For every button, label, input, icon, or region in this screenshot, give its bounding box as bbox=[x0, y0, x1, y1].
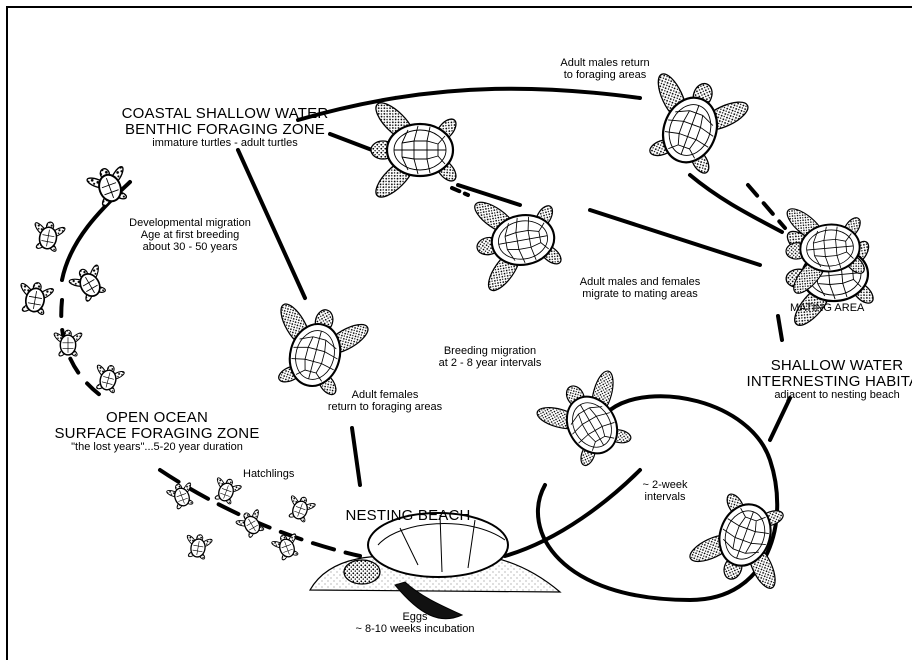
breeding-migration-line2: at 2 - 8 year intervals bbox=[420, 358, 560, 370]
coastal-zone-subtitle: BENTHIC FORAGING ZONE bbox=[120, 122, 330, 138]
turtle-males-return bbox=[627, 65, 757, 185]
adult-males-return-line2: to foraging areas bbox=[540, 70, 670, 82]
coastal-zone-note: immature turtles - adult turtles bbox=[120, 138, 330, 150]
nesting-beach-label: NESTING BEACH bbox=[338, 508, 478, 524]
coastal-zone-label: COASTAL SHALLOW WATER BENTHIC FORAGING Z… bbox=[120, 106, 330, 150]
open-ocean-label: OPEN OCEAN SURFACE FORAGING ZONE "the lo… bbox=[42, 410, 272, 454]
turtle-mating-migration bbox=[468, 184, 569, 297]
route-mating-to-internesting bbox=[770, 398, 790, 440]
breeding-migration-label: Breeding migration at 2 - 8 year interva… bbox=[420, 346, 560, 370]
coastal-zone-title: COASTAL SHALLOW WATER bbox=[120, 106, 330, 122]
open-ocean-title: OPEN OCEAN bbox=[42, 410, 272, 426]
eggs-incubation: ~ 8-10 weeks incubation bbox=[340, 624, 490, 636]
route-mating-to-nesting bbox=[778, 316, 782, 340]
mating-area-label: MATING AREA bbox=[790, 303, 864, 315]
adult-females-line2: return to foraging areas bbox=[315, 402, 455, 414]
nesting-turtle-illustration bbox=[344, 513, 508, 619]
adult-mating-migration-line2: migrate to mating areas bbox=[560, 289, 720, 301]
turtle-internesting-upper bbox=[528, 362, 650, 479]
eggs-label: Eggs ~ 8-10 weeks incubation bbox=[340, 612, 490, 636]
turtle-coastal-to-mating bbox=[370, 97, 459, 202]
open-ocean-note: "the lost years"...5-20 year duration bbox=[42, 442, 272, 454]
adult-females-label: Adult females return to foraging areas bbox=[315, 390, 455, 414]
internesting-title: SHALLOW WATER bbox=[732, 358, 912, 374]
adult-males-return-label: Adult males return to foraging areas bbox=[540, 58, 670, 82]
route-adult-females-return bbox=[352, 428, 360, 485]
developmental-migration-line2: Age at first breeding bbox=[115, 230, 265, 242]
developmental-migration-label: Developmental migration Age at first bre… bbox=[115, 218, 265, 254]
two-week-line2: intervals bbox=[620, 492, 710, 504]
internesting-subtitle: INTERNESTING HABITAT bbox=[732, 374, 912, 390]
developmental-migration-line3: about 30 - 50 years bbox=[115, 242, 265, 254]
two-week-label: ~ 2-week intervals bbox=[620, 480, 710, 504]
open-ocean-subtitle: SURFACE FORAGING ZONE bbox=[42, 426, 272, 442]
adult-mating-migration-label: Adult males and females migrate to matin… bbox=[560, 277, 720, 301]
internesting-note: adjacent to nesting beach bbox=[732, 390, 912, 402]
hatchlings-label: Hatchlings bbox=[243, 469, 294, 481]
internesting-habitat-label: SHALLOW WATER INTERNESTING HABITAT adjac… bbox=[732, 358, 912, 402]
